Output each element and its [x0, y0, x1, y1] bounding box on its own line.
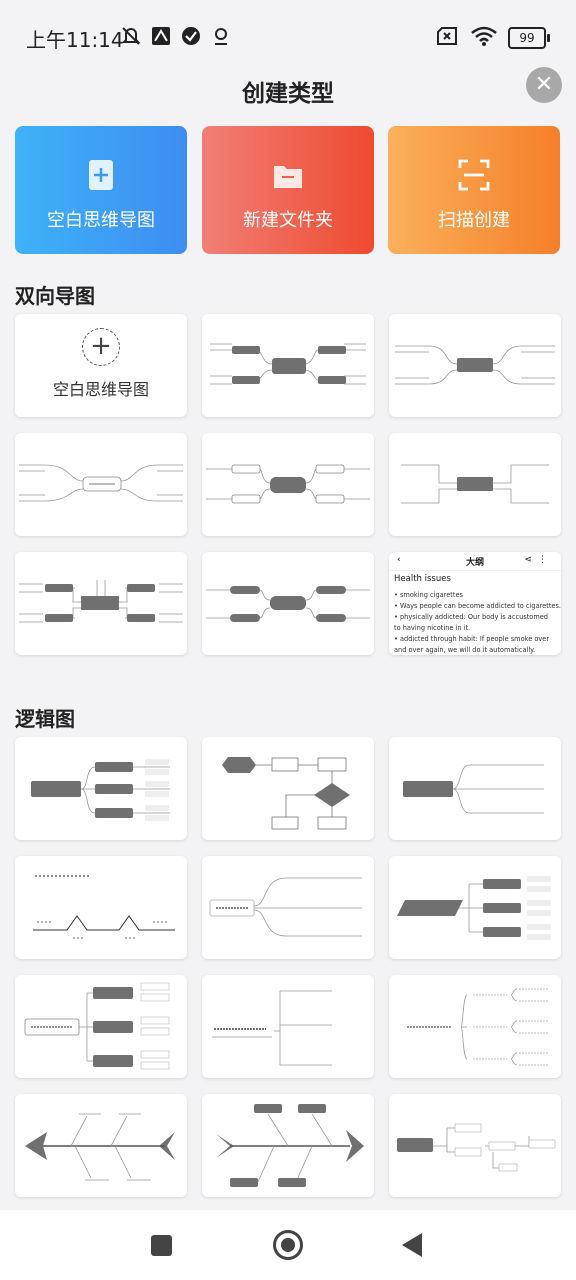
template-preview	[401, 464, 549, 504]
outline-line: • addicted through habit: If people smok…	[394, 635, 550, 643]
outline-line: • smoking cigarettes	[394, 591, 463, 599]
template-preview	[395, 345, 555, 385]
blank-mindmap-label: 空白思维导图	[47, 210, 155, 231]
sim-off-icon	[436, 26, 460, 50]
template-card[interactable]	[389, 314, 561, 417]
close-icon: ✕	[534, 72, 554, 97]
outline-line: • physically addicted: Our body is accus…	[394, 613, 548, 621]
template-preview	[216, 1104, 364, 1187]
template-preview	[33, 875, 175, 939]
outline-doc-title: Health issues	[394, 574, 451, 584]
template-card[interactable]	[202, 433, 374, 536]
location-icon	[210, 25, 232, 53]
home-button[interactable]	[273, 1230, 303, 1260]
blank-mindmap-button[interactable]: 空白思维导图	[15, 126, 187, 254]
template-card[interactable]	[389, 975, 561, 1078]
status-bar: 上午11:14 99	[0, 0, 576, 72]
template-preview	[206, 586, 370, 622]
template-preview	[25, 1113, 175, 1181]
outline-line: to having nicotine in it.	[394, 624, 471, 632]
share-more-icon: ⋖⋮	[524, 555, 553, 565]
recents-button[interactable]	[151, 1235, 172, 1256]
new-doc-plus-icon	[89, 160, 113, 190]
template-card[interactable]	[389, 433, 561, 536]
new-folder-button[interactable]: 新建文件夹	[202, 126, 374, 254]
template-card[interactable]	[389, 856, 561, 959]
template-preview	[209, 877, 362, 937]
template-preview	[210, 343, 366, 385]
template-card[interactable]	[15, 552, 187, 655]
new-folder-label: 新建文件夹	[243, 210, 333, 231]
folder-icon	[274, 166, 302, 188]
mute-notification-icon	[120, 25, 142, 53]
app-notification-icon	[150, 25, 172, 53]
back-button[interactable]	[402, 1233, 422, 1257]
outline-line: • Ways people can become addicted to cig…	[394, 602, 561, 610]
template-card[interactable]	[15, 975, 187, 1078]
scan-create-label: 扫描创建	[438, 210, 510, 231]
outline-lines: • smoking cigarettes • Ways people can b…	[394, 590, 561, 655]
template-card[interactable]	[15, 737, 187, 840]
scan-create-button[interactable]: 扫描创建	[388, 126, 560, 254]
status-time: 上午11:14	[26, 28, 124, 52]
template-card[interactable]	[15, 433, 187, 536]
section-title-bidirectional: 双向导图	[15, 284, 95, 308]
template-card[interactable]	[202, 856, 374, 959]
blank-template-card[interactable]: + 空白思维导图	[15, 314, 187, 417]
template-card[interactable]	[202, 552, 374, 655]
close-button[interactable]: ✕	[526, 67, 562, 103]
template-card[interactable]	[202, 314, 374, 417]
back-chevron-icon: ‹	[397, 555, 401, 565]
template-preview	[397, 876, 551, 940]
system-navigation-bar	[0, 1210, 576, 1280]
plus-icon: +	[82, 328, 120, 366]
template-preview	[31, 759, 170, 821]
template-preview	[19, 464, 183, 502]
template-card[interactable]	[389, 1094, 561, 1197]
template-preview	[403, 764, 544, 814]
battery-indicator: 99	[508, 27, 550, 49]
wifi-icon	[470, 25, 498, 51]
outline-header-title: 大纲	[465, 558, 484, 568]
template-card[interactable]	[202, 1094, 374, 1197]
scan-icon	[458, 159, 490, 191]
template-card[interactable]	[389, 737, 561, 840]
template-preview	[222, 757, 350, 830]
check-circle-icon	[180, 25, 202, 53]
template-preview	[212, 990, 332, 1066]
template-card[interactable]	[202, 975, 374, 1078]
section-title-logic: 逻辑图	[15, 707, 75, 731]
outline-line: and over again, we will do it automatica…	[394, 646, 536, 654]
template-card[interactable]	[15, 1094, 187, 1197]
template-card[interactable]	[202, 737, 374, 840]
template-card[interactable]	[15, 856, 187, 959]
template-preview	[24, 982, 170, 1070]
outline-template-card[interactable]: ‹ 大纲 ⋖⋮ Health issues • smoking cigarett…	[389, 552, 561, 655]
template-preview	[397, 1123, 556, 1172]
blank-template-label: 空白思维导图	[52, 380, 149, 399]
template-preview	[19, 580, 183, 623]
template-preview	[206, 464, 370, 504]
page-title: 创建类型	[242, 81, 334, 107]
template-preview	[407, 988, 549, 1066]
